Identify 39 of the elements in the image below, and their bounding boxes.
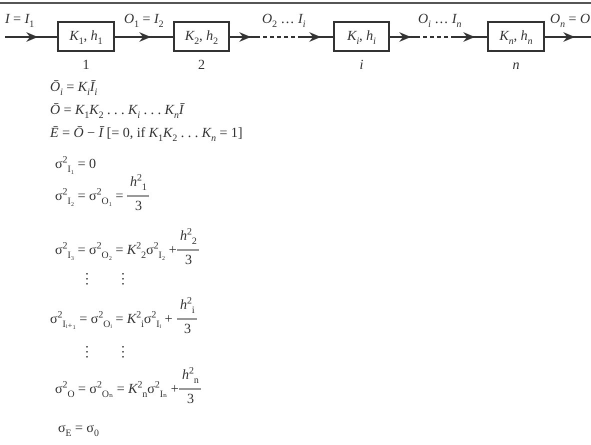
process-box bbox=[57, 21, 115, 52]
fraction-denominator: 3 bbox=[184, 322, 191, 338]
edge-label: O$_{2}$ … I$_{i}$ bbox=[262, 12, 306, 28]
fraction-denominator: 3 bbox=[135, 199, 142, 214]
arrow bbox=[230, 32, 333, 42]
arrow bbox=[545, 32, 591, 42]
process-box bbox=[487, 21, 545, 52]
fraction-denominator: 3 bbox=[187, 392, 194, 408]
equation: σ$^{2}$$_{I₂}$ = σ$^{2}$$_{O₁}$ = bbox=[55, 189, 124, 204]
edge-label: O$_{1}$ = I$_{2}$ bbox=[124, 12, 164, 28]
vertical-ellipsis: ⋮ bbox=[80, 345, 94, 360]
vertical-ellipsis: ⋮ bbox=[116, 345, 130, 360]
arrow bbox=[5, 32, 57, 42]
equation: σ$^{2}$$_{I₃}$ = σ$^{2}$$_{O₂}$ = K$^{2}$$_{2}$σ$^{2}$$_{I₂}$ + bbox=[55, 243, 177, 258]
stage-number: 2 bbox=[197, 58, 206, 74]
box-label: K$_{n}$, h$_{n}$ bbox=[499, 28, 533, 44]
edge-label: I = I$_{1}$ bbox=[5, 12, 34, 28]
arrow bbox=[115, 32, 173, 42]
box-label: K$_{1}$, h$_{1}$ bbox=[69, 28, 103, 44]
equation: σ$^{2}$$_{O}$ = σ$^{2}$$_{Oₙ}$ = K$^{2}$$_{n}$σ$^{2}$$_{Iₙ}$ + bbox=[55, 382, 179, 398]
process-box bbox=[173, 21, 230, 52]
stage-number: 1 bbox=[82, 58, 90, 74]
equation: Ē = Ō − Ī [= 0, if K$_{1}$K$_{2}$ . . . K$_{n}$ = 1] bbox=[50, 126, 243, 142]
stage-number: i bbox=[358, 58, 364, 74]
vertical-ellipsis: ⋮ bbox=[80, 272, 94, 288]
equation: Ō = K$_{1}$K$_{2}$ . . . K$_{i}$ . . . K$_{n}$Ī bbox=[50, 103, 184, 118]
stage-number: n bbox=[512, 58, 520, 74]
equation: σ$^{2}$$_{I₁}$ = 0 bbox=[55, 157, 96, 172]
edge-label: O$_{i}$ … I$_{n}$ bbox=[418, 12, 462, 28]
box-label: K$_{i}$, h$_{i}$ bbox=[347, 28, 376, 44]
vertical-ellipsis: ⋮ bbox=[116, 272, 130, 288]
arrow bbox=[390, 32, 487, 42]
edge-label: O$_{n}$ = O bbox=[550, 12, 590, 28]
equation: σ$^{2}$$_{Iᵢ₊₁}$ = σ$^{2}$$_{Oᵢ}$ = K$^{2}$$_{i}$σ$^{2}$$_{Iᵢ}$ + bbox=[50, 312, 173, 328]
fraction-denominator: 3 bbox=[185, 253, 192, 268]
box-label: K$_{2}$, h$_{2}$ bbox=[184, 28, 218, 44]
process-box bbox=[333, 21, 390, 52]
equation: Ō$_{i}$ = K$_{i}$Ī$_{i}$ bbox=[50, 80, 98, 96]
equation: σ$_{E}$ = σ$_{0}$ bbox=[58, 421, 99, 436]
